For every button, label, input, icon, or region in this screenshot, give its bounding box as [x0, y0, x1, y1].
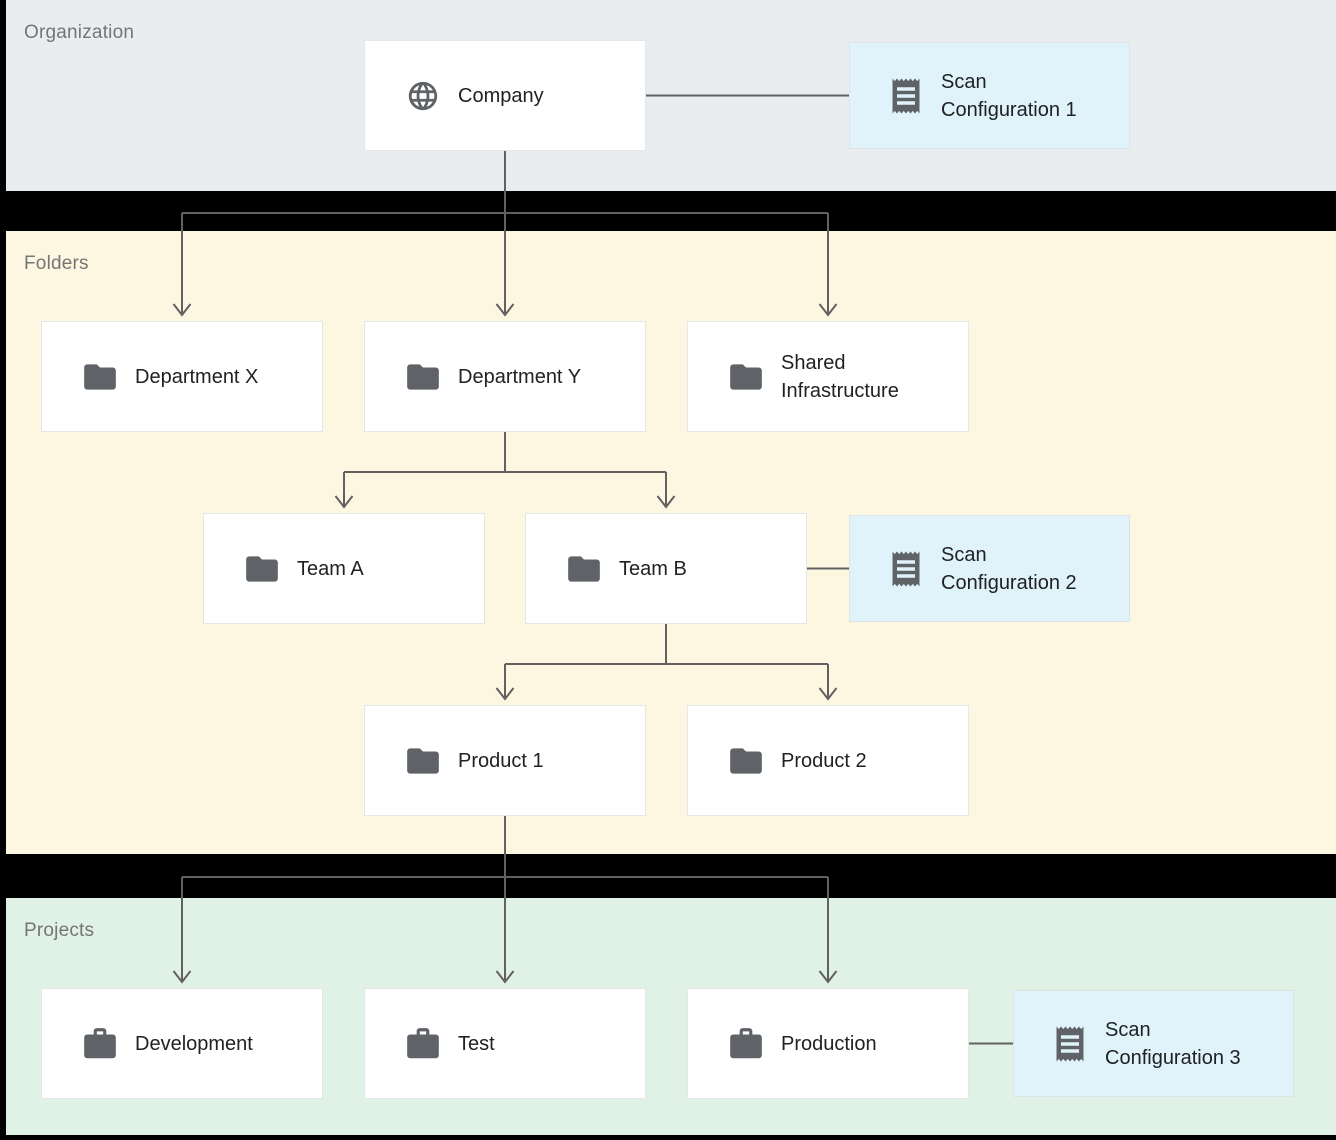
folder-icon: [243, 550, 281, 588]
node-department-y: Department Y: [364, 321, 646, 432]
node-scan-configuration-1: Scan Configuration 1: [849, 42, 1130, 149]
folder-icon: [727, 358, 765, 396]
node-product-1: Product 1: [364, 705, 646, 816]
briefcase-icon: [404, 1025, 442, 1063]
projects-band-label: Projects: [24, 920, 95, 941]
briefcase-icon: [81, 1025, 119, 1063]
folder-icon: [565, 550, 603, 588]
node-label: Department Y: [458, 365, 582, 388]
node-label: Scan Configuration 1: [941, 70, 1077, 121]
node-production: Production: [687, 988, 969, 1099]
node-label: Team A: [297, 557, 364, 580]
organization-band: Organization: [6, 0, 1336, 191]
folder-icon: [404, 358, 442, 396]
node-label: Scan Configuration 3: [1105, 1018, 1241, 1069]
node-label: Department X: [135, 365, 259, 388]
node-label: Test: [458, 1032, 495, 1055]
organization-band-label: Organization: [24, 22, 135, 43]
node-label: Product 1: [458, 749, 544, 772]
node-product-2: Product 2: [687, 705, 969, 816]
folder-icon: [404, 742, 442, 780]
node-label: Production: [781, 1032, 877, 1055]
briefcase-icon: [727, 1025, 765, 1063]
receipt-icon: [1051, 1023, 1089, 1065]
node-test: Test: [364, 988, 646, 1099]
node-team-a: Team A: [203, 513, 485, 624]
node-shared-infrastructure: Shared Infrastructure: [687, 321, 969, 432]
node-development: Development: [41, 988, 323, 1099]
folder-icon: [727, 742, 765, 780]
node-department-x: Department X: [41, 321, 323, 432]
node-label: Shared Infrastructure: [781, 351, 899, 402]
node-label: Company: [458, 84, 544, 107]
node-label: Team B: [619, 557, 687, 580]
node-scan-configuration-3: Scan Configuration 3: [1013, 990, 1294, 1097]
node-team-b: Team B: [525, 513, 807, 624]
node-label: Scan Configuration 2: [941, 543, 1077, 594]
receipt-icon: [887, 75, 925, 117]
node-company: Company: [364, 40, 646, 151]
node-label: Product 2: [781, 749, 867, 772]
folder-icon: [81, 358, 119, 396]
globe-icon: [404, 79, 442, 113]
node-scan-configuration-2: Scan Configuration 2: [849, 515, 1130, 622]
folders-band-label: Folders: [24, 253, 89, 274]
receipt-icon: [887, 548, 925, 590]
node-label: Development: [135, 1032, 253, 1055]
